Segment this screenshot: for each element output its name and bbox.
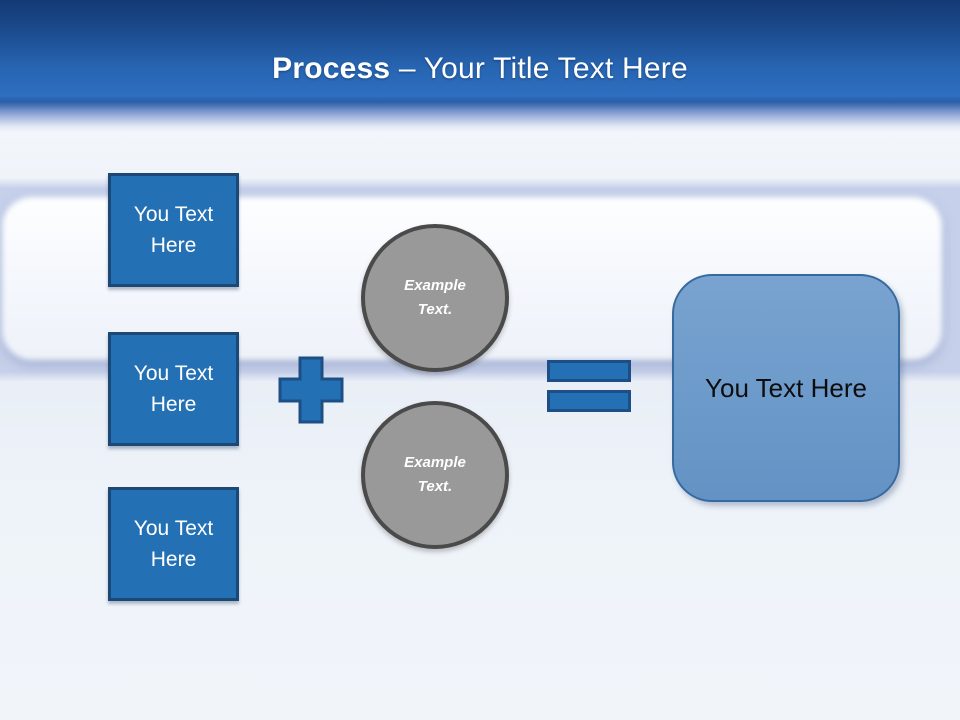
input-box-3-label: You Text Here (133, 517, 214, 571)
equals-bar-top (547, 360, 631, 382)
example-circle-1-label: Example Text. (404, 277, 466, 318)
example-circle-2-label: Example Text. (404, 454, 466, 495)
slide-title-bold: Process (272, 52, 391, 85)
equals-bar-bottom (547, 390, 631, 412)
input-box-2-label: You Text Here (133, 362, 214, 416)
input-box-1: You Text Here (108, 173, 239, 287)
input-box-2: You Text Here (108, 332, 239, 446)
example-circle-1: Example Text. (361, 224, 509, 372)
input-box-1-label: You Text Here (133, 203, 214, 257)
result-box: You Text Here (672, 274, 900, 502)
input-box-3: You Text Here (108, 487, 239, 601)
header-fade (0, 97, 960, 133)
plus-icon (277, 355, 345, 425)
header-gradient-bar (0, 0, 960, 97)
slide-title-rest: – Your Title Text Here (390, 52, 688, 85)
example-circle-2: Example Text. (361, 401, 509, 549)
result-box-label: You Text Here (705, 372, 867, 403)
slide-title: Process – Your Title Text Here (0, 52, 960, 86)
equals-icon (547, 360, 631, 415)
